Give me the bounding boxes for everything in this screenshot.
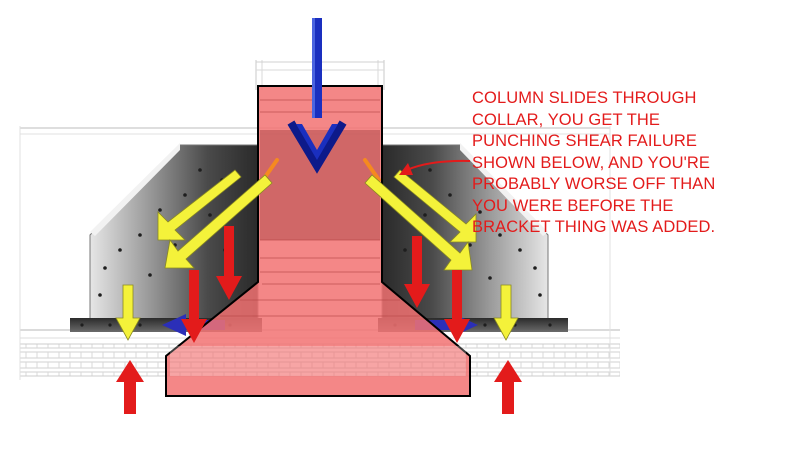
red-arrow-up-left [116,360,144,414]
column-load-arrow [287,18,347,174]
yellow-arrow-right-bottom [493,284,519,341]
yellow-arrow-left-upper [157,169,242,241]
yellow-arrow-left-lower [164,174,273,269]
load-arrows [116,226,522,414]
yellow-arrow-right-lower [364,174,473,271]
annotation-line-3: PUNCHING SHEAR FAILURE [472,132,697,150]
annotation-line-6: YOU WERE BEFORE THE [472,196,674,215]
annotation-line-1: COLUMN SLIDES THROUGH [472,89,697,107]
annotation-line-7: BRACKET THING WAS ADDED. [472,218,716,236]
crack-right [363,158,381,182]
annotation-text: COLUMN SLIDES THROUGH COLLAR, YOU GET TH… [472,88,772,239]
annotation-line-5: PROBABLY WORSE OFF THAN [472,175,716,193]
red-arrow-down-4 [444,270,470,343]
annotation-leader-arrow [399,159,471,175]
red-arrow-up-right [494,360,522,414]
annotation-line-2: COLLAR, YOU GET THE [472,110,661,129]
bracket-force-arrows [115,169,519,341]
yellow-arrow-left-bottom [115,284,141,341]
red-arrow-down-2 [181,270,207,343]
red-arrow-down-3 [404,236,430,308]
annotation-line-4: SHOWN BELOW, AND YOU'RE [472,153,711,172]
yellow-arrow-right-upper [393,169,477,243]
red-arrow-down-1 [216,226,242,300]
